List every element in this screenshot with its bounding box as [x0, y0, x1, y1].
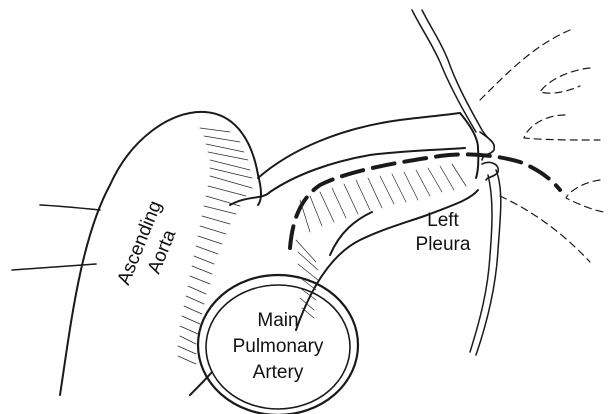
left-pleura-lower-membrane: [476, 170, 501, 355]
left-pleura-upper-membrane: [422, 10, 494, 145]
ascending-aorta-inner-edge: [258, 175, 261, 205]
left-pleura-upper-membrane-2: [412, 10, 476, 132]
ductus-lower-curve: [330, 212, 372, 255]
aortic-arch-top: [258, 113, 460, 178]
pulmonary-artery-label: Main Pulmonary Artery: [233, 310, 324, 383]
left-vessel-stub-lower: [12, 264, 96, 270]
dashed-upper-curve: [480, 30, 570, 100]
dashed-spike-2: [524, 115, 600, 140]
arch-distal-lower: [476, 148, 478, 178]
pulmonary-vessel-base: [190, 372, 212, 395]
pulmonary-artery-label-line1: Main: [257, 310, 298, 331]
left-pleura-label-line2: Pleura: [416, 234, 471, 255]
left-vessel-stub-upper: [40, 205, 100, 210]
dashed-spike-3: [566, 180, 604, 212]
left-pleura-label-line1: Left: [427, 210, 459, 231]
dashed-spike-1: [540, 68, 590, 93]
aorta-shading: [178, 128, 252, 364]
dashed-lower-curve: [500, 196, 590, 262]
ascending-aorta-label: Ascending Aorta: [114, 198, 189, 297]
pulmonary-artery-label-line3: Artery: [253, 362, 304, 383]
left-pleura-lower-membrane-2: [470, 175, 492, 352]
pulmonary-artery-label-line2: Pulmonary: [233, 336, 324, 357]
